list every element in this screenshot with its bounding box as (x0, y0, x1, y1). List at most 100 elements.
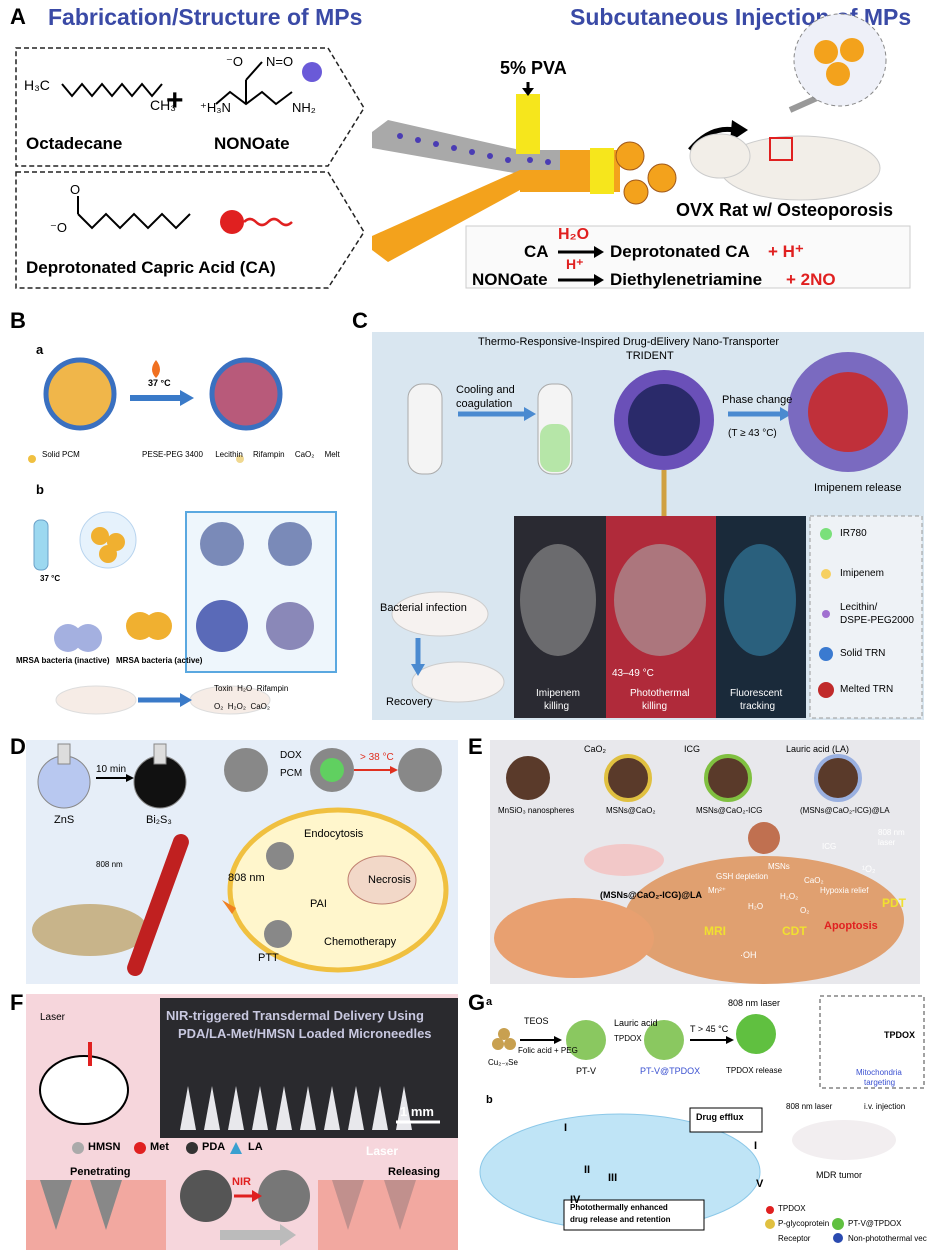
g-release: TPDOX release (726, 1066, 783, 1075)
d-pai: PAI (310, 898, 327, 910)
grey-channel (372, 120, 520, 174)
legend-toxin: Toxin (214, 684, 233, 693)
pva-label: 5% PVA (500, 58, 567, 78)
d-particle-1 (224, 748, 268, 792)
e-sphere-4 (814, 754, 862, 802)
g-roman-2: II (584, 1164, 591, 1176)
c-legend-lecithin: Lecithin/ (840, 602, 878, 613)
c-coagulation: coagulation (456, 398, 513, 410)
legend-pese-peg: PESE-PEG 3400 (142, 450, 203, 459)
mouse-g (792, 1120, 896, 1160)
capric-label: Deprotonated Capric Acid (CA) (26, 258, 276, 277)
h3c-label: H₃C (24, 77, 50, 93)
panel-a-drawing: H₃C CH₃ ⁺H₃N NH₂ ⁻O N=O ⁻O O (15, 13, 911, 289)
e-vessel (494, 898, 654, 978)
d-time: 10 min (96, 764, 127, 775)
octadecane-label: Octadecane (26, 134, 123, 153)
mouse-f (39, 1055, 129, 1125)
d-dox: DOX (280, 750, 302, 761)
e-apoptosis: Apoptosis (824, 920, 878, 932)
g-teos: TEOS (524, 1016, 549, 1026)
nonoate-sphere (302, 62, 322, 82)
eq2-plus: + 2NO (786, 270, 836, 289)
panel-f: F Laser NIR-triggered Transdermal Delive… (0, 990, 460, 1254)
g-roman-6: I (754, 1140, 758, 1152)
panel-e: E CaO₂ ICG Lauric acid (LA) MnSiO₃ nanos… (464, 730, 927, 985)
legend-rifampin: Rifampin (253, 450, 285, 459)
e-o2: O₂ (800, 906, 810, 915)
f-legend-la: LA (248, 1141, 263, 1153)
h3n-label: ⁺H₃N (200, 100, 231, 115)
flame-icon (152, 360, 160, 378)
d-zns: ZnS (54, 814, 75, 826)
injection-site (769, 137, 793, 161)
g-lauric: Lauric acid (614, 1018, 658, 1028)
e-mri: MRI (704, 924, 726, 938)
eq2-left: NONOate (472, 270, 548, 289)
zoom-circle (793, 13, 887, 107)
panel-e-drawing (494, 754, 904, 984)
d-particle-3 (398, 748, 442, 792)
e-s4: (MSNs@CaO₂-ICG)@LA (800, 806, 890, 815)
g-tpdox-name: TPDOX (884, 1030, 916, 1040)
nonoate-label: NONOate (214, 134, 290, 153)
e-icg2: ICG (822, 842, 837, 851)
panel-g-drawing (479, 995, 925, 1243)
capric-box (15, 171, 365, 289)
eq2-right: Diethylenetriamine (610, 270, 763, 289)
e-cao2: CaO₂ (584, 744, 606, 754)
c-temp: 43–49 °C (612, 668, 654, 679)
g-roman-5: V (756, 1178, 764, 1190)
panel-label-b: B (10, 308, 26, 333)
n-o-label: N=O (266, 54, 293, 69)
g-mito: Mitochondria (856, 1068, 902, 1077)
rat-label: OVX Rat w/ Osteoporosis (676, 200, 894, 220)
o-minus-label: ⁻O (226, 54, 243, 69)
legend-h2o: H₂O (237, 684, 253, 693)
g-iv: i.v. injection (864, 1102, 906, 1111)
e-laser: 808 nm (878, 828, 905, 837)
e-gsh: GSH depletion (716, 872, 769, 881)
g-photo1: Photothermally enhanced (570, 1203, 668, 1212)
microparticles (615, 141, 677, 205)
b-sub-b: b (36, 482, 44, 497)
legend-solid-pcm: Solid PCM (42, 450, 80, 459)
d-laser-label: 808 nm (96, 860, 123, 869)
d-808: 808 nm (228, 872, 265, 884)
octadecane-box (15, 47, 365, 167)
e-so2: ¹O₂ (862, 864, 876, 874)
g-ptvt: PT-V@TPDOX (640, 1066, 701, 1076)
f-laser: Laser (40, 1012, 66, 1023)
c-cooling: Cooling and (456, 384, 515, 396)
eq1-plus: + H⁺ (768, 242, 804, 261)
c-kill2: Photothermal (630, 688, 690, 699)
mouse-infected (391, 591, 489, 637)
c-kill1: Imipenem (536, 688, 580, 699)
c-legend-melted-trn: Melted TRN (840, 684, 894, 695)
f-title-2: PDA/LA-Met/HMSN Loaded Microneedles (178, 1026, 432, 1041)
legend-melted-pcm: Melted PCM (324, 450, 340, 459)
blood-vessel (127, 834, 189, 976)
plus-sign: + (166, 84, 184, 117)
c-title-2: TRIDENT (626, 350, 674, 362)
legend-h2o2: H₂O₂ (227, 702, 246, 711)
panel-a-title-left: Fabrication/Structure of MPs (48, 4, 363, 30)
b-temp-b: 37 °C (40, 574, 61, 583)
f-penetrating: Penetrating (70, 1166, 131, 1178)
d-temp: > 38 °C (360, 752, 394, 763)
mouse-1 (55, 685, 137, 715)
ptv-particle (566, 1020, 606, 1060)
c-legend-imipenem: Imipenem (840, 568, 884, 579)
c-release: Imipenem release (814, 482, 902, 494)
capric-chain (77, 212, 191, 230)
tube-1 (407, 383, 443, 475)
c-kill3: Fluorescent (730, 688, 783, 699)
eq1-left: CA (524, 242, 549, 261)
g-photo2: drug release and retention (570, 1215, 671, 1224)
panel-a: A Fabrication/Structure of MPs Subcutane… (0, 0, 927, 292)
c-legend-dspe: DSPE-PEG2000 (840, 615, 914, 626)
panel-label-e: E (468, 734, 483, 759)
g-roman-3: III (608, 1172, 618, 1184)
f-title-1: NIR-triggered Transdermal Delivery Using (166, 1008, 424, 1023)
panel-label-f: F (10, 990, 24, 1015)
